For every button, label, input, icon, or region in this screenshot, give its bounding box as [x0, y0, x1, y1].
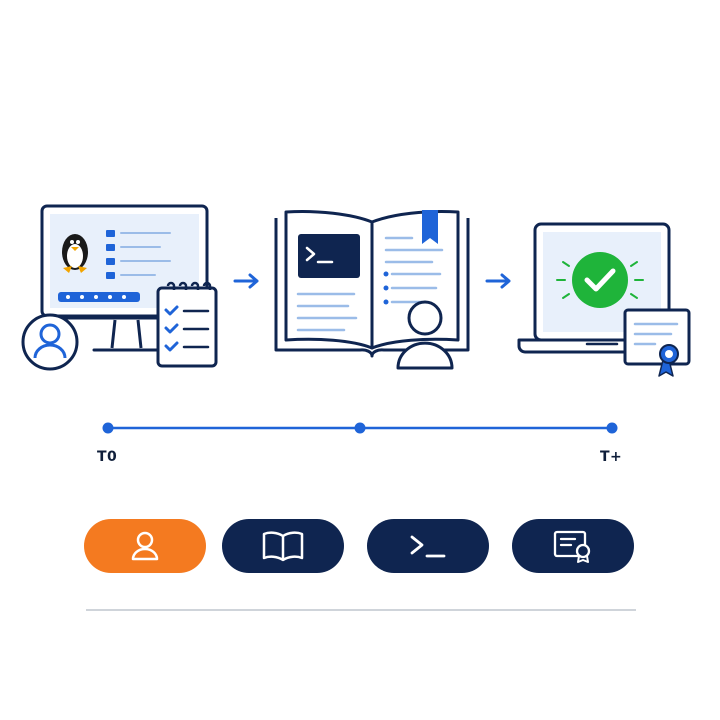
timeline-node-start	[102, 422, 114, 434]
book-icon	[262, 531, 304, 562]
open-book-icon	[274, 210, 470, 358]
checklist-clipboard-icon	[156, 281, 218, 368]
step-terminal-button[interactable]	[367, 519, 489, 573]
reader-person-icon	[396, 300, 454, 370]
step-user-button[interactable]	[84, 519, 206, 573]
terminal-window-icon	[298, 234, 360, 278]
stage-linux-workstation	[20, 200, 225, 375]
bottom-divider	[86, 609, 636, 611]
screen-list	[106, 230, 115, 279]
terminal-icon	[410, 535, 446, 558]
step-book-button[interactable]	[222, 519, 344, 573]
bookmark-icon	[422, 210, 438, 244]
dock-bar	[58, 292, 140, 302]
timeline-start-label: T0	[97, 449, 118, 465]
arrow-right-icon	[232, 271, 262, 291]
check-circle-icon	[572, 252, 628, 308]
stage-verified-certificate	[515, 220, 700, 380]
timeline-node-middle	[354, 422, 366, 434]
sparkle-rays	[556, 261, 644, 299]
linux-penguin-icon	[62, 234, 88, 273]
user-avatar-icon	[21, 313, 79, 371]
timeline-node-end	[606, 422, 618, 434]
timeline-end-label: T+	[600, 449, 623, 465]
user-icon	[131, 531, 159, 561]
certificate-icon	[623, 308, 691, 377]
arrow-right-icon	[484, 271, 514, 291]
step-certificate-button[interactable]	[512, 519, 634, 573]
certificate-icon	[553, 530, 591, 563]
stage-terminal-handbook	[272, 208, 472, 376]
timeline	[100, 419, 620, 437]
